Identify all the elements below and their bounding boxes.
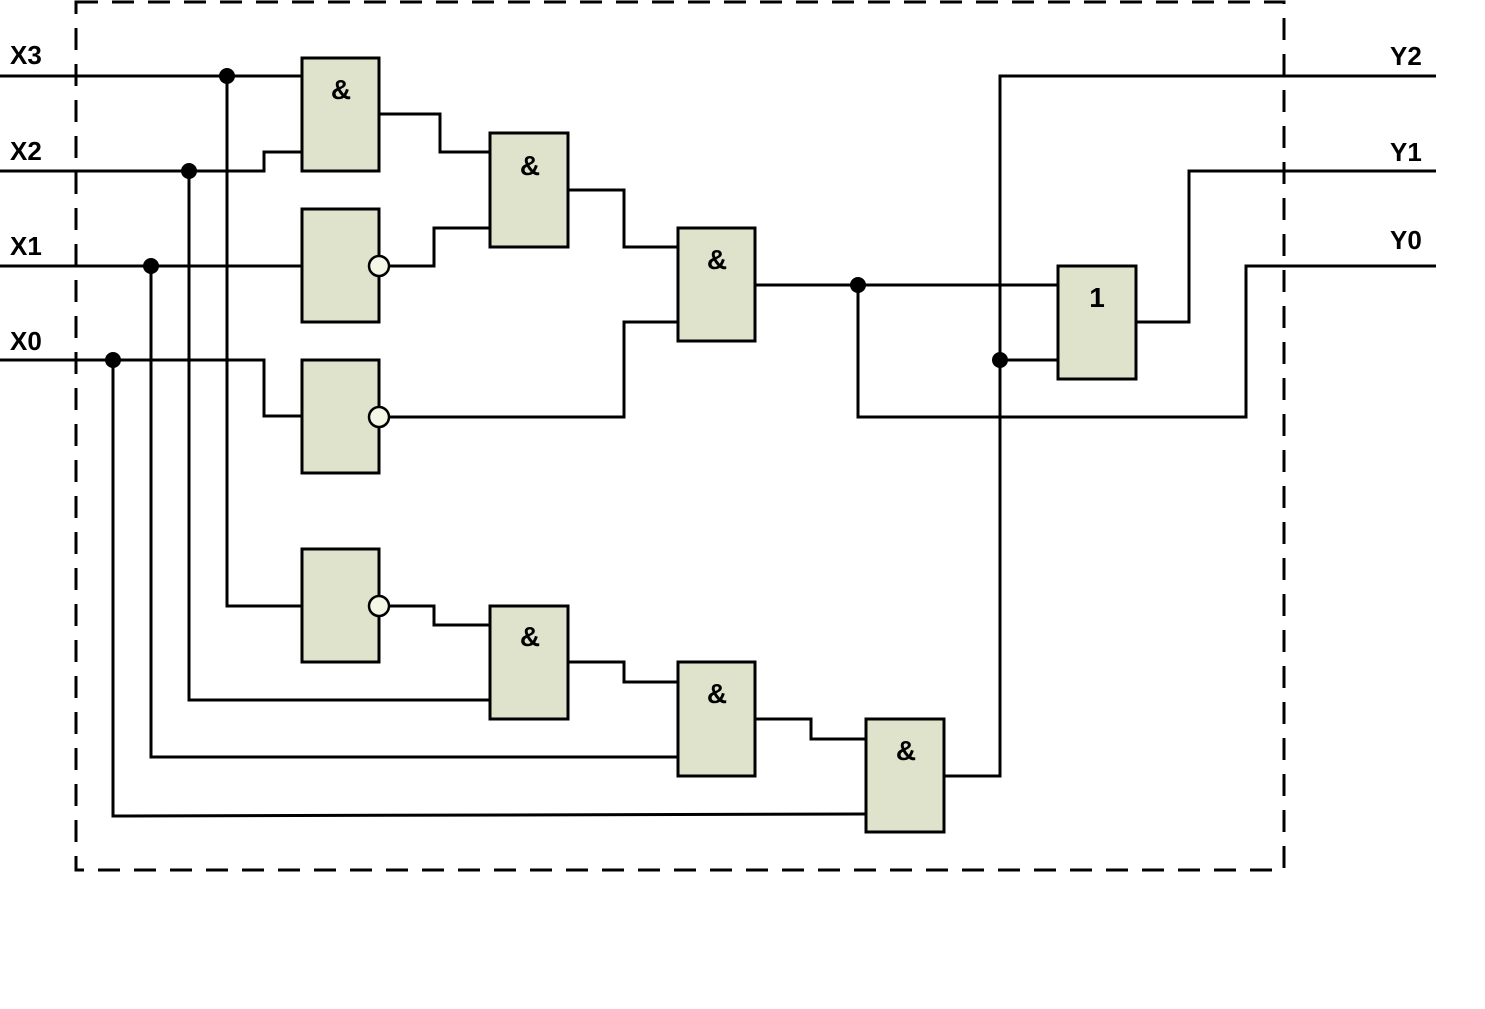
input-label-x3: X3	[10, 40, 42, 70]
gates: & & & 1 & & &	[300, 56, 1138, 834]
g7-to-g8	[568, 660, 678, 684]
g5-to-y0	[856, 264, 1436, 419]
output-label-y1: Y1	[1390, 137, 1422, 167]
x0-tap	[111, 360, 867, 818]
and-gate-2	[488, 131, 570, 249]
circuit-boundary	[74, 0, 1286, 872]
junction-x2	[181, 163, 197, 179]
or-gate-symbol: 1	[1089, 282, 1105, 313]
output-label-y0: Y0	[1390, 225, 1422, 255]
input-label-x0: X0	[10, 326, 42, 356]
and-gate-3	[676, 226, 757, 343]
x2-wire	[0, 150, 302, 173]
or-to-y1	[1136, 169, 1436, 324]
and-gate-6	[864, 717, 946, 834]
g6-to-g7	[390, 604, 490, 627]
g3-to-g5	[390, 320, 678, 419]
and-gate-4	[488, 604, 570, 721]
not-gate-x1	[300, 207, 381, 324]
x3-tap	[225, 76, 302, 608]
output-label-y2: Y2	[1390, 41, 1422, 71]
terminal-labels: X3 X2 X1 X0 Y2 Y1 Y0	[10, 40, 1422, 356]
x2-tap	[187, 171, 490, 702]
g9-to-y2	[944, 74, 1436, 778]
input-label-x1: X1	[10, 231, 42, 261]
and-gate-5	[676, 660, 757, 778]
and-gate-6-symbol: &	[896, 735, 916, 766]
inverter-bubble-x3	[367, 594, 391, 618]
and-gate-1-symbol: &	[331, 74, 351, 105]
inverter-bubble-x0	[367, 405, 391, 429]
x1-tap	[149, 266, 678, 759]
and-gate-4-symbol: &	[520, 621, 540, 652]
or-gate	[1056, 264, 1138, 381]
junction-g5-out	[850, 277, 866, 293]
input-wires	[0, 74, 867, 818]
input-label-x2: X2	[10, 136, 42, 166]
and-gate-3-symbol: &	[707, 244, 727, 275]
junction-x3	[219, 68, 235, 84]
g4-to-g5	[568, 188, 678, 249]
x0-wire	[0, 358, 302, 418]
and-gate-5-symbol: &	[707, 678, 727, 709]
g1-to-g4	[379, 112, 490, 154]
junction-y2	[992, 352, 1008, 368]
junction-x1	[143, 258, 159, 274]
and-gate-1	[300, 56, 381, 173]
internal-wires	[379, 74, 1436, 778]
not-gate-x0	[300, 358, 381, 475]
not-gate-x3	[300, 547, 381, 664]
g8-to-g9	[755, 717, 866, 741]
junctions	[105, 68, 1008, 368]
junction-x0	[105, 352, 121, 368]
and-gate-2-symbol: &	[520, 150, 540, 181]
g2-to-g4	[390, 226, 490, 268]
inverter-bubble-x1	[367, 254, 391, 278]
